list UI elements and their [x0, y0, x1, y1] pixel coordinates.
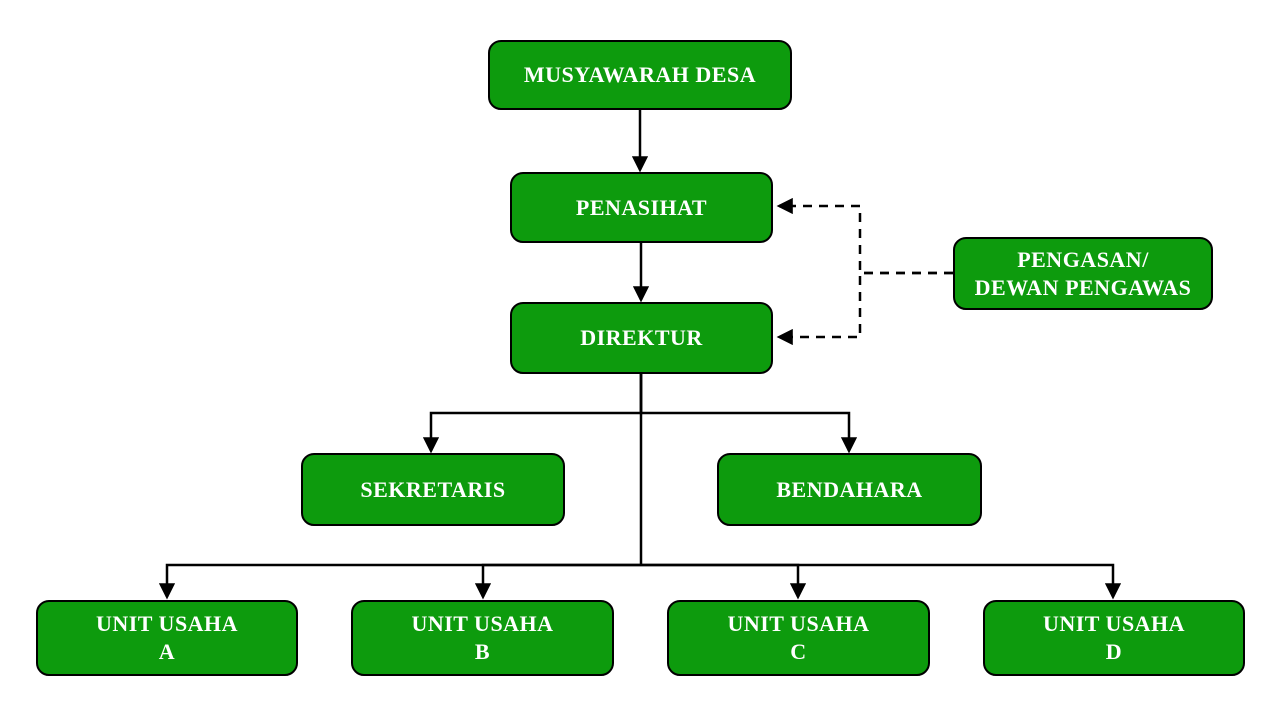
node-label-penasihat: PENASIHAT — [575, 194, 708, 220]
node-bendahara: BENDAHARA — [717, 453, 982, 526]
edge-direktur-to-unit-usaha-c — [641, 563, 807, 600]
edge-direktur-to-sekretaris — [422, 374, 643, 454]
node-label-unit-usaha-b: UNIT USAHA B — [411, 611, 554, 664]
node-label-bendahara: BENDAHARA — [776, 476, 923, 502]
node-label-unit-usaha-a: UNIT USAHA A — [95, 611, 239, 664]
node-unit-usaha-c: UNIT USAHA C — [667, 600, 930, 676]
node-label-sekretaris: SEKRETARIS — [360, 476, 506, 502]
node-unit-usaha-b: UNIT USAHA B — [351, 600, 614, 676]
edge-direktur-to-unit-usaha-a — [158, 563, 641, 600]
node-unit-usaha-d: UNIT USAHA D — [983, 600, 1245, 676]
node-penasihat: PENASIHAT — [510, 172, 773, 243]
edge-pengawas-to-direktur — [776, 271, 953, 346]
edge-direktur-to-unit-usaha-b — [474, 563, 641, 600]
node-label-unit-usaha-c: UNIT USAHA C — [727, 611, 870, 664]
node-musyawarah-desa: MUSYAWARAH DESA — [488, 40, 792, 110]
node-label-direktur: DIREKTUR — [580, 325, 703, 350]
node-sekretaris: SEKRETARIS — [301, 453, 565, 526]
node-unit-usaha-a: UNIT USAHA A — [36, 600, 298, 676]
node-pengawas: PENGASAN/ DEWAN PENGAWAS — [953, 237, 1213, 310]
edge-direktur-to-bendahara — [639, 374, 858, 454]
node-label-unit-usaha-d: UNIT USAHA D — [1042, 611, 1186, 664]
node-label-pengawas: PENGASAN/ DEWAN PENGAWAS — [974, 246, 1192, 300]
edge-pengawas-to-penasihat — [776, 197, 953, 275]
node-label-musyawarah-desa: MUSYAWARAH DESA — [523, 62, 757, 87]
node-direktur: DIREKTUR — [510, 302, 773, 374]
edge-direktur-to-unit-usaha-d — [641, 563, 1122, 600]
